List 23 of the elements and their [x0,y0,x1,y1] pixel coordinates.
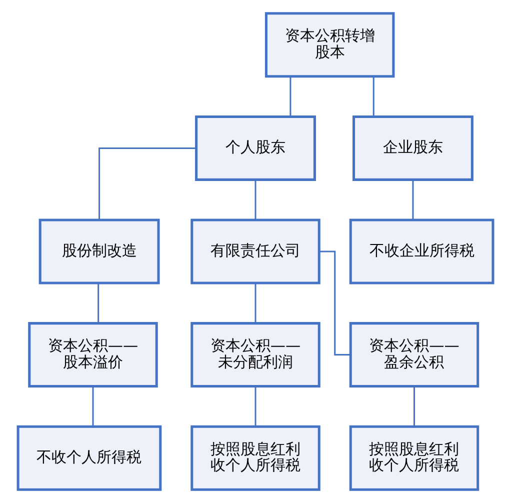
node-box: 按照股息红利收个人所得税 [348,425,479,491]
node-box: 资本公积转增股本 [264,12,394,78]
node-box: 按照股息红利收个人所得税 [190,425,320,491]
node-box: 不收企业所得税 [348,218,494,284]
node-box: 股份制改造 [38,218,160,284]
connector [372,76,374,116]
node-box: 资本公积——未分配利润 [190,322,320,388]
connector [412,180,414,220]
node-box: 资本公积——股本溢价 [28,322,158,388]
connector [412,386,414,426]
connector [97,283,99,324]
connector [289,76,291,116]
node-box: 有限责任公司 [190,218,320,284]
node-box: 企业股东 [352,115,473,181]
connector [254,386,256,426]
node-box: 不收个人所得税 [16,425,162,491]
connector [92,386,94,426]
connector [318,250,350,356]
connector [98,147,196,220]
connector [254,283,256,324]
node-box: 资本公积——盈余公积 [348,322,479,388]
node-box: 个人股东 [194,115,316,181]
connector [254,180,256,220]
